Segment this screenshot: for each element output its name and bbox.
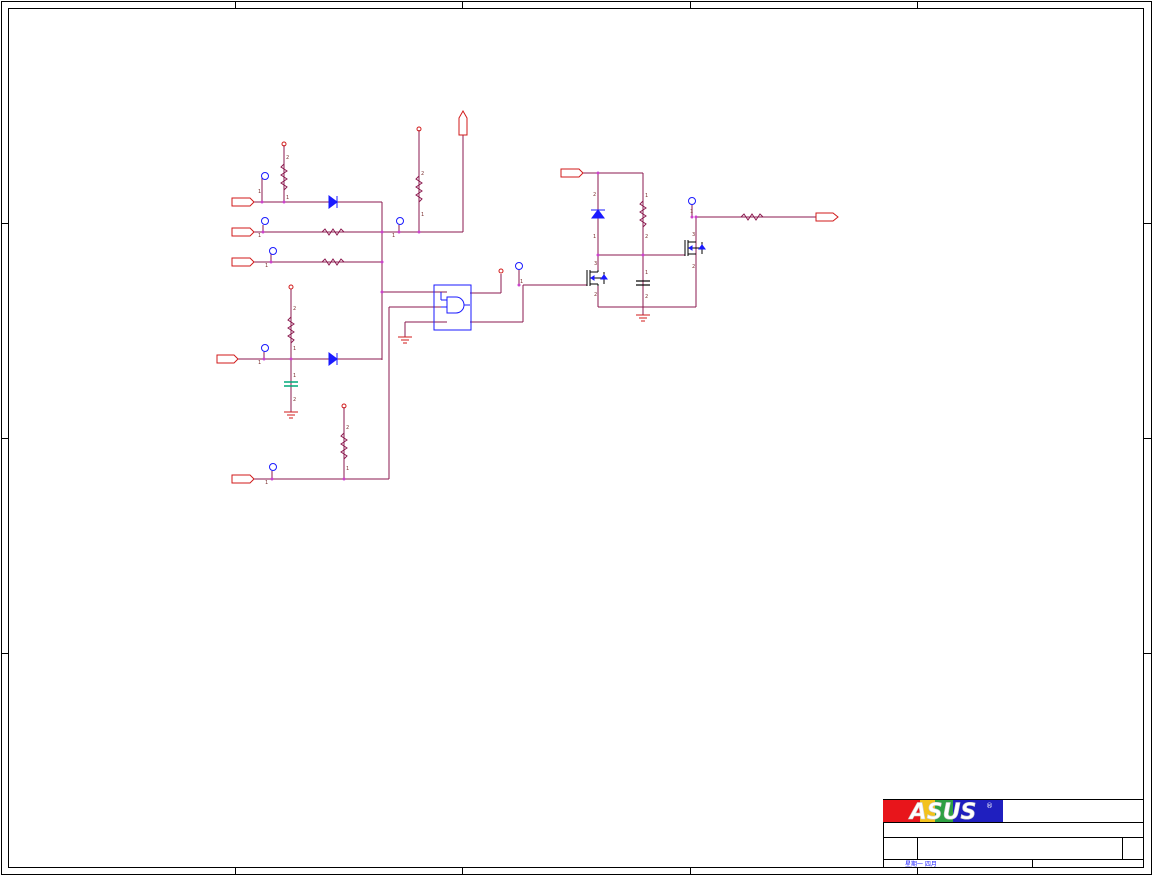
resistor-vertical-4: [340, 432, 348, 460]
svg-text:2: 2: [593, 192, 596, 198]
svg-text:1: 1: [258, 189, 261, 195]
resistor-vertical-5: [639, 200, 647, 228]
wires: [238, 130, 816, 480]
resistors: [280, 163, 764, 460]
diode-2: [328, 352, 338, 366]
svg-text:1: 1: [645, 193, 648, 199]
svg-text:1: 1: [265, 480, 268, 486]
connector-in-6: [560, 168, 584, 178]
junction-dots: [260, 171, 698, 481]
diode-1: [328, 195, 338, 209]
svg-text:1: 1: [286, 195, 289, 201]
connector-in-3: [231, 257, 255, 267]
svg-text:1: 1: [258, 233, 261, 239]
svg-text:2: 2: [293, 397, 296, 403]
power-rail-symbols: [281, 126, 504, 409]
pin-numbers: 2 1 2 1 2 1 2 1 1 2 2 1 1 2 1 2 3 2 3 2 …: [258, 155, 695, 486]
svg-text:2: 2: [692, 264, 695, 270]
svg-text:1: 1: [520, 279, 523, 285]
resistor-horizontal-3: [740, 213, 764, 221]
connector-in-4: [216, 354, 239, 364]
svg-text:2: 2: [421, 171, 424, 177]
svg-text:1: 1: [293, 373, 296, 379]
connector-out-1: [815, 212, 839, 222]
svg-text:1: 1: [293, 346, 296, 352]
diode-3: [591, 209, 605, 219]
svg-text:1: 1: [593, 234, 596, 240]
mosfet-2: [684, 240, 706, 256]
resistor-horizontal-1: [321, 228, 345, 236]
svg-text:1: 1: [258, 360, 261, 366]
connector-in-5: [231, 474, 255, 484]
connector-in-1: [231, 197, 255, 207]
connector-up-1: [458, 109, 468, 136]
svg-text:1: 1: [346, 466, 349, 472]
svg-text:1: 1: [645, 270, 648, 276]
logo-text: ASUS: [908, 800, 977, 825]
svg-text:1: 1: [421, 212, 424, 218]
ground-symbols: [284, 314, 650, 419]
svg-text:2: 2: [346, 425, 349, 431]
capacitor-2: [636, 280, 650, 286]
title-block: [883, 799, 1144, 868]
svg-text:3: 3: [692, 232, 695, 238]
title-block-date: 星期一 四月: [905, 860, 937, 868]
svg-text:2: 2: [645, 234, 648, 240]
ground-2: [398, 336, 412, 344]
svg-text:2: 2: [293, 306, 296, 312]
asus-logo: ASUS ®: [883, 800, 1003, 825]
svg-text:1: 1: [690, 209, 693, 215]
capacitor-1: [284, 381, 298, 387]
logo-registered-mark: ®: [986, 802, 993, 810]
svg-text:2: 2: [645, 294, 648, 300]
resistor-vertical-1: [280, 163, 288, 191]
ground-3: [636, 314, 650, 322]
resistor-vertical-3: [287, 316, 295, 344]
svg-text:3: 3: [594, 261, 597, 267]
svg-text:2: 2: [286, 155, 289, 161]
ground-1: [284, 411, 298, 419]
resistor-horizontal-2: [321, 258, 345, 266]
svg-text:1: 1: [392, 233, 395, 239]
svg-text:2: 2: [594, 292, 597, 298]
connector-in-2: [231, 227, 255, 237]
off-page-connectors: [216, 109, 839, 484]
mosfet-1: [586, 270, 608, 286]
svg-text:1: 1: [265, 263, 268, 269]
test-points: [261, 172, 696, 471]
and-gate: [433, 284, 472, 331]
resistor-vertical-2: [415, 175, 423, 203]
diodes: [328, 195, 605, 366]
